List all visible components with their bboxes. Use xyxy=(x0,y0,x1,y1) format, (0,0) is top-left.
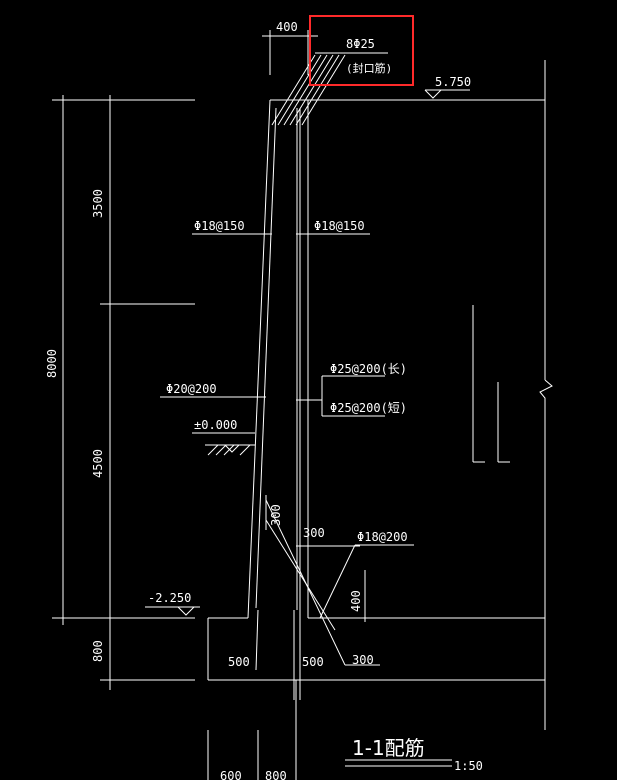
right-bar-upper-label: Φ18@150 xyxy=(314,219,365,233)
left-bar-lower-label: Φ20@200 xyxy=(166,382,217,396)
top-dim-label: 400 xyxy=(276,20,298,34)
total-height-label: 8000 xyxy=(45,349,59,378)
bottom-dim-1-label: 600 xyxy=(220,769,242,780)
ground-elevation-mark: ±0.000 xyxy=(192,418,255,456)
top-bar-label: 8Φ25 xyxy=(346,37,375,51)
left-dimensions xyxy=(52,95,195,690)
drawing-scale: 1:50 xyxy=(454,759,483,773)
ground-elevation-label: ±0.000 xyxy=(194,418,237,432)
top-dimension: 400 xyxy=(262,20,318,75)
top-elevation-mark: 5.750 xyxy=(424,75,471,99)
bottom-elevation-label: -2.250 xyxy=(148,591,191,605)
top-elevation-label: 5.750 xyxy=(435,75,471,89)
right-bar-short-label: Φ25@200(短) xyxy=(330,401,407,415)
foot-right-label: 500 xyxy=(302,655,324,669)
haunch-bar-label: Φ18@200 xyxy=(357,530,408,544)
upper-height-label: 3500 xyxy=(91,189,105,218)
foot-left-label: 500 xyxy=(228,655,250,669)
haunch-dim-h-label: 300 xyxy=(303,526,325,540)
top-bar-note: (封口筋) xyxy=(346,61,392,75)
top-bar-hatch xyxy=(271,52,388,126)
haunch-height-label: 400 xyxy=(349,590,363,612)
bottom-elevation-mark: -2.250 xyxy=(145,591,200,616)
haunch-dimensions xyxy=(265,495,414,622)
bottom-lines xyxy=(207,680,452,780)
highlight-box xyxy=(309,15,414,86)
footing-height-label: 800 xyxy=(91,640,105,662)
drawing-title: 1-1配筋 xyxy=(352,736,425,760)
left-bar-upper-label: Φ18@150 xyxy=(194,219,245,233)
bottom-dim-2-label: 800 xyxy=(265,769,287,780)
wall-outline xyxy=(207,60,553,730)
lower-height-label: 4500 xyxy=(91,449,105,478)
haunch-dim-v-label: 300 xyxy=(269,504,283,526)
haunch-bar-length-label: 300 xyxy=(352,653,374,667)
right-bar-long-label: Φ25@200(长) xyxy=(330,362,407,376)
section-marks xyxy=(472,305,510,463)
